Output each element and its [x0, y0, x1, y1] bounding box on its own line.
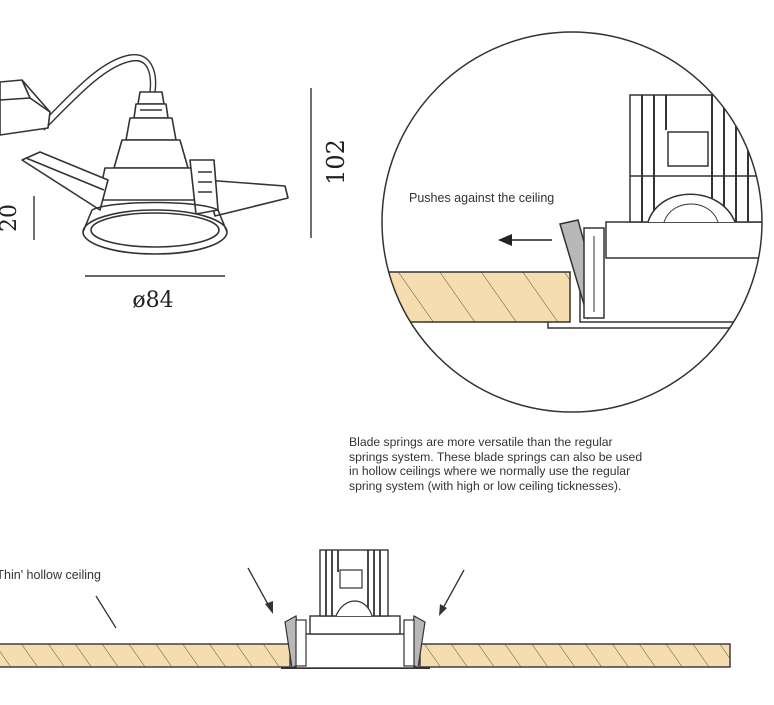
description-line: Blade springs are more versatile than th… — [349, 435, 613, 449]
description-line: springs system. These blade springs can … — [349, 449, 643, 464]
description-line: spring system (with high or low ceiling … — [349, 478, 622, 493]
description-line: in hollow ceilings where we normally use… — [349, 464, 631, 479]
detail-circle — [381, 31, 763, 413]
depth-label: 20 — [0, 204, 22, 232]
ceiling-section — [382, 271, 571, 323]
pushes-label: Pushes against the ceiling — [409, 191, 554, 205]
ceiling-label: 'Thin' hollow ceiling — [0, 568, 101, 582]
description-text: Blade springs are more versatile than th… — [349, 435, 729, 493]
height-label: 102 — [322, 139, 350, 185]
section-view — [0, 549, 731, 669]
dimension-lines — [33, 88, 312, 277]
ceiling-left — [0, 643, 291, 668]
ceiling-right — [419, 643, 731, 668]
diameter-label: ø84 — [132, 288, 173, 313]
detail-callout — [381, 31, 763, 413]
downlight-illustration — [0, 54, 289, 255]
